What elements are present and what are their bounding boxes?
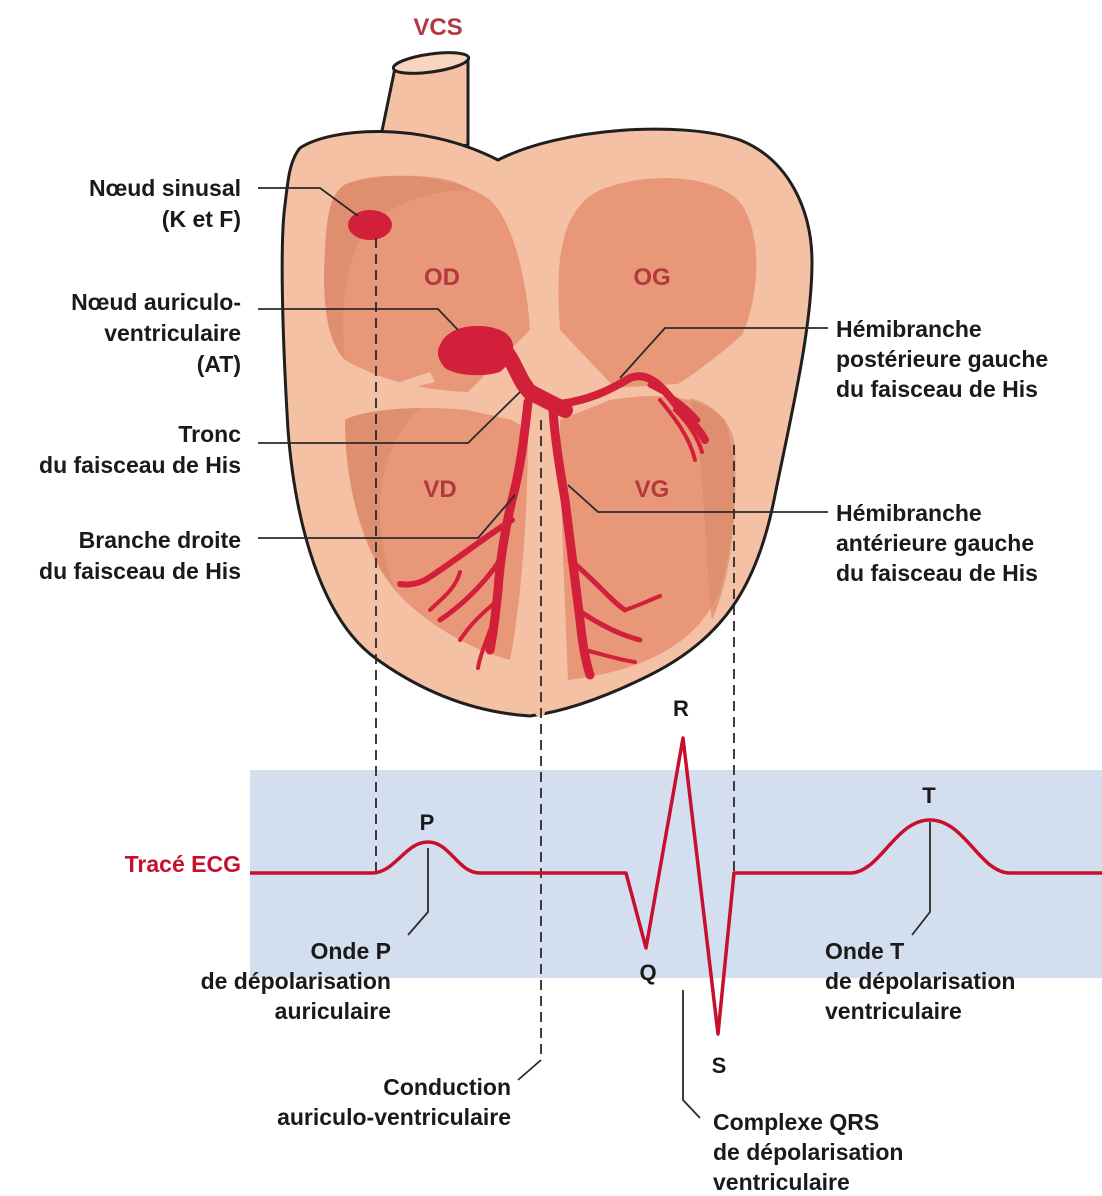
svg-text:antérieure gauche: antérieure gauche [836,530,1034,556]
svg-text:auriculo-ventriculaire: auriculo-ventriculaire [277,1104,511,1130]
label-og: OG [633,264,670,291]
leader-qrs [683,990,700,1118]
svg-text:(AT): (AT) [197,351,241,377]
label-sinus-node: Nœud sinusal (K et F) [89,175,241,232]
ecg-title: Tracé ECG [125,851,241,877]
svg-text:Onde P: Onde P [310,938,391,964]
svg-text:de dépolarisation: de dépolarisation [713,1139,903,1165]
svg-text:du faisceau de His: du faisceau de His [836,560,1038,586]
label-od: OD [424,264,460,291]
svg-text:ventriculaire: ventriculaire [825,998,962,1024]
label-conduction: Conduction auriculo-ventriculaire [277,1074,511,1130]
svg-text:Hémibranche: Hémibranche [836,316,982,342]
svg-text:Conduction: Conduction [383,1074,511,1100]
svg-text:Hémibranche: Hémibranche [836,500,982,526]
wave-t-label: T [922,783,936,808]
label-branche-droite: Branche droite du faisceau de His [39,527,241,584]
svg-text:(K et F): (K et F) [162,206,241,232]
svg-text:de dépolarisation: de dépolarisation [825,968,1015,994]
vcs-label: VCS [413,14,462,41]
svg-text:auriculaire: auriculaire [275,998,391,1024]
svg-text:Tronc: Tronc [178,421,241,447]
svg-text:Complexe QRS: Complexe QRS [713,1109,879,1135]
svg-text:du faisceau de His: du faisceau de His [39,558,241,584]
svg-text:Onde T: Onde T [825,938,904,964]
label-qrs: Complexe QRS de dépolarisation ventricul… [713,1109,903,1195]
leader-conduction [518,1060,541,1080]
svg-text:postérieure gauche: postérieure gauche [836,346,1048,372]
svg-text:Branche droite: Branche droite [79,527,241,553]
wave-q-label: Q [639,960,656,985]
label-av-node: Nœud auriculo- ventriculaire (AT) [71,289,241,377]
wave-p-label: P [420,810,435,835]
label-vg: VG [635,476,670,503]
svg-text:du faisceau de His: du faisceau de His [39,452,241,478]
svg-text:Nœud sinusal: Nœud sinusal [89,175,241,201]
label-tronc: Tronc du faisceau de His [39,421,241,478]
svg-text:de dépolarisation: de dépolarisation [201,968,391,994]
svg-text:du faisceau de His: du faisceau de His [836,376,1038,402]
svg-text:ventriculaire: ventriculaire [104,320,241,346]
wave-r-label: R [673,696,689,721]
label-hemibranche-anterieure: Hémibranche antérieure gauche du faiscea… [836,500,1038,586]
wave-s-label: S [712,1053,727,1078]
svg-text:Nœud auriculo-: Nœud auriculo- [71,289,241,315]
label-hemibranche-posterieure: Hémibranche postérieure gauche du faisce… [836,316,1048,402]
label-vd: VD [423,476,456,503]
svg-text:ventriculaire: ventriculaire [713,1169,850,1195]
